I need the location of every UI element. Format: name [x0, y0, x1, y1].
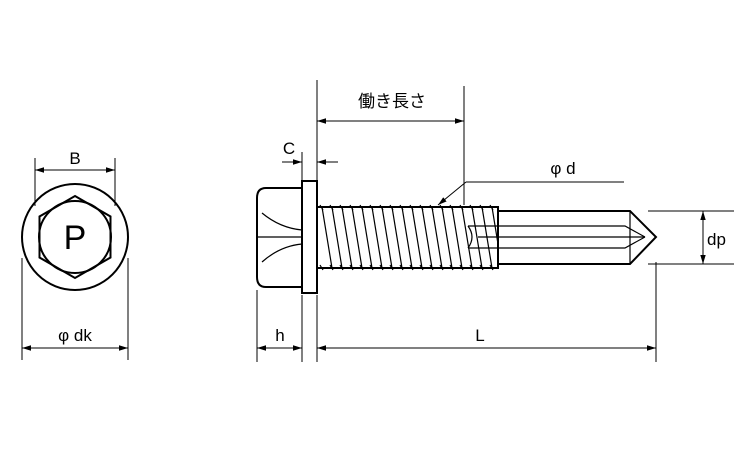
washer-face-circle — [21, 183, 129, 291]
dimension-l-label: L — [475, 326, 484, 345]
side-view: C 働き長さ φ d dp h L — [256, 80, 734, 362]
hex-head-outline — [38, 194, 112, 280]
washer-flange — [301, 180, 318, 294]
dimension-h-label: h — [275, 326, 284, 345]
thread-diameter-label: φ d — [550, 159, 575, 178]
head-inner-circle — [38, 200, 112, 274]
threaded-shank — [317, 204, 499, 271]
hex-head-side — [256, 187, 303, 288]
working-length-label: 働き長さ — [358, 92, 426, 112]
dimension-dk-label: φ dk — [58, 326, 92, 345]
dimension-b-label: B — [69, 149, 80, 168]
head-end-view: P B φ dk — [21, 149, 129, 360]
dimension-c-label: C — [283, 139, 295, 158]
head-mark-text: P — [64, 219, 87, 257]
dimension-dp-label: dp — [707, 230, 726, 249]
drill-point — [467, 210, 658, 265]
